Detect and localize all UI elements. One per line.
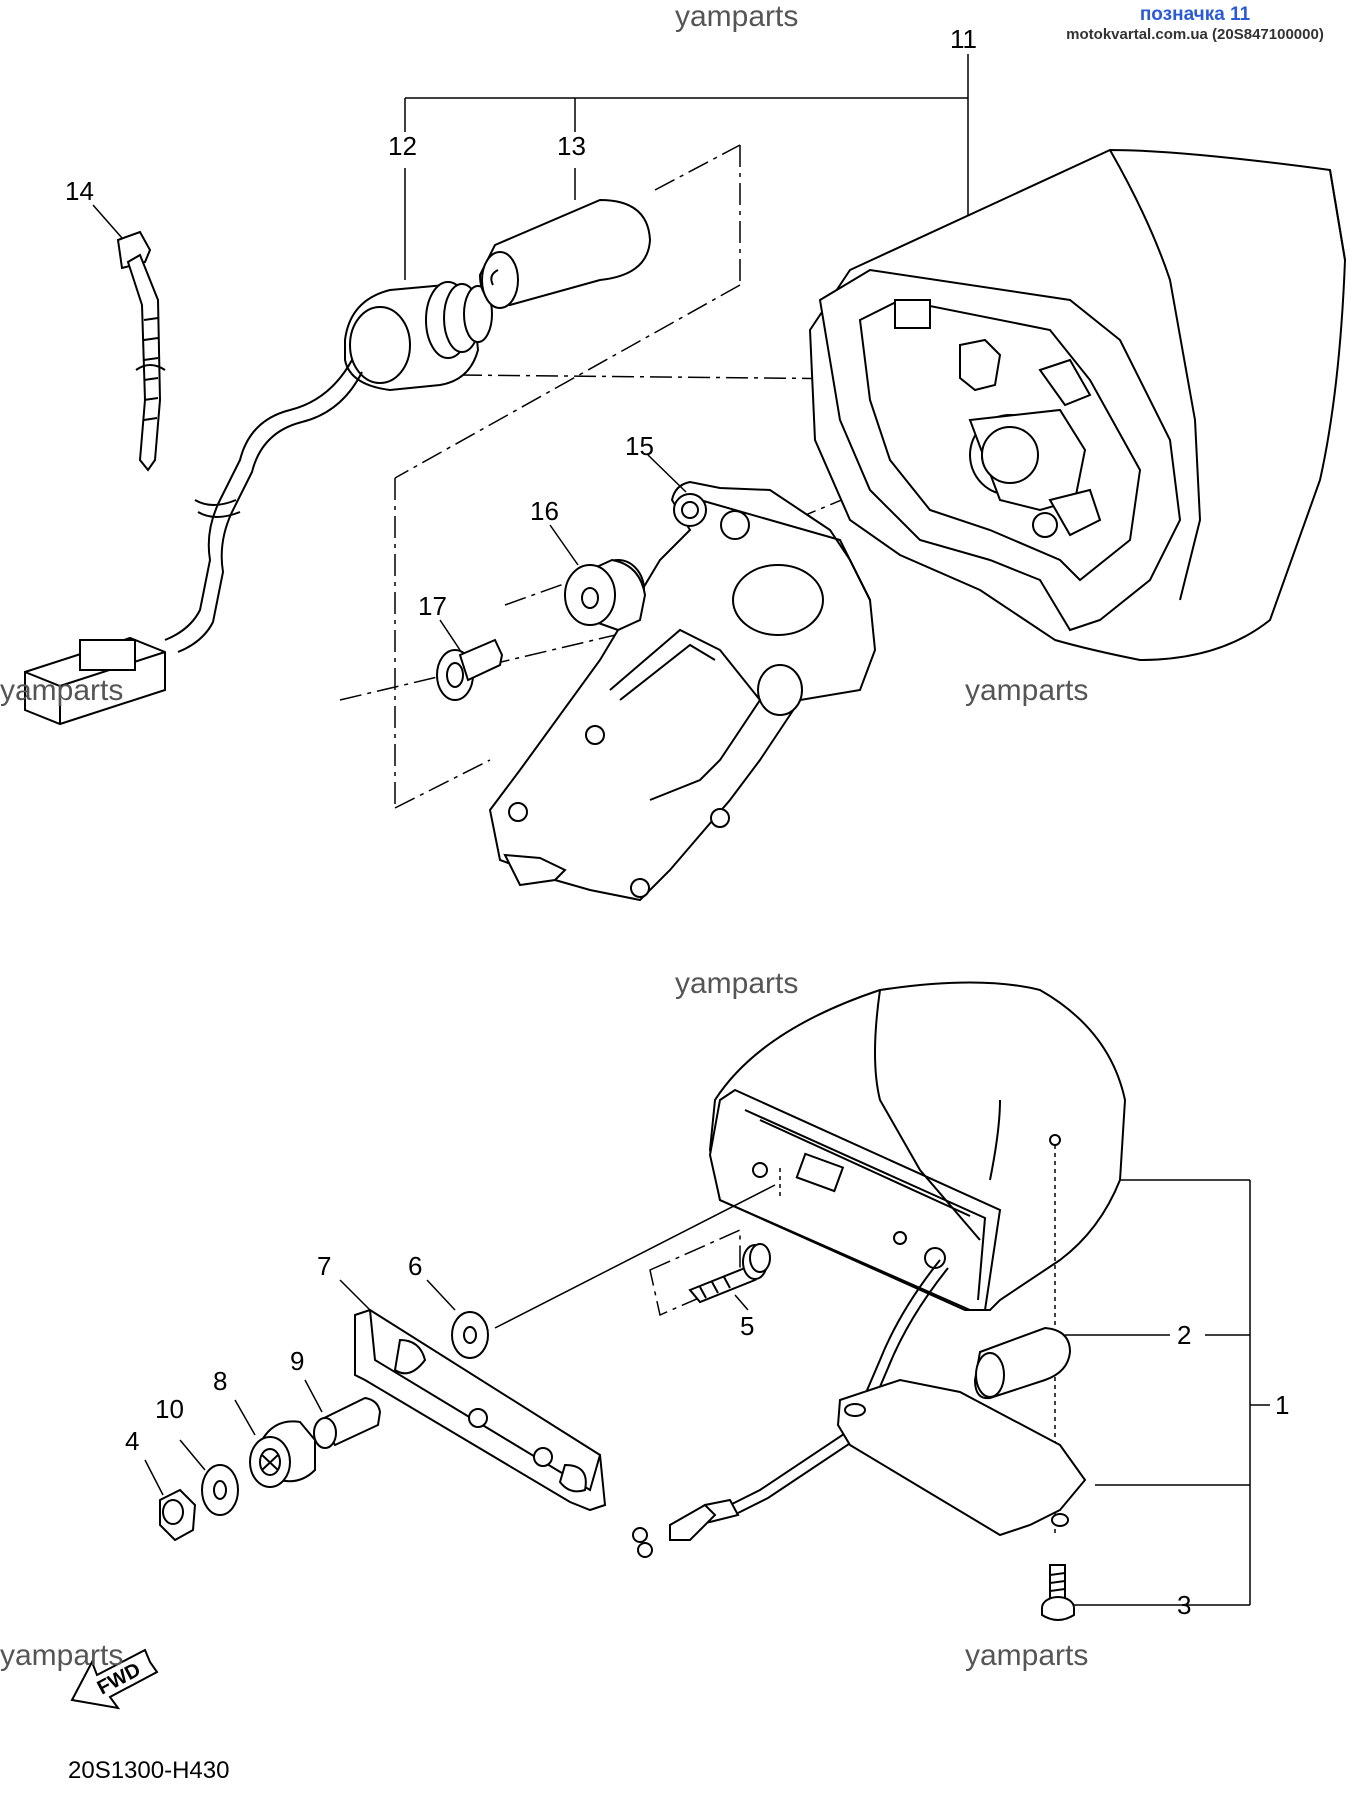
watermark: yamparts: [965, 1639, 1088, 1672]
callout-2: 2: [1177, 1320, 1191, 1350]
watermark: yamparts: [675, 0, 798, 33]
bulb-part-2: [973, 1326, 1072, 1400]
collar-part: [304, 1379, 382, 1449]
diagram-code: 20S1300-H430: [68, 1757, 230, 1784]
bulb-part: [478, 198, 652, 309]
watermark: yamparts: [965, 674, 1088, 707]
washer-part-10: [179, 1439, 239, 1516]
screw-part-3: [1041, 1564, 1075, 1621]
grommet-part: [549, 524, 647, 632]
cable-tie-part: [92, 204, 166, 472]
watermark: yamparts: [675, 967, 798, 1000]
callout-1: 1: [1275, 1390, 1289, 1420]
callout-10: 10: [155, 1394, 184, 1424]
bulb-socket-part: [24, 281, 493, 726]
nut-part: [144, 1459, 197, 1542]
source-reference: motokvartal.com.ua (20S847100000): [1066, 26, 1324, 43]
diagram-title: позначка 11: [1139, 4, 1251, 25]
callout-15: 15: [625, 431, 654, 461]
callout-12: 12: [388, 131, 417, 161]
screw-part-17: [436, 619, 504, 701]
callout-bracket-1: [1065, 1179, 1270, 1606]
callout-16: 16: [530, 496, 559, 526]
screw-part-5: [649, 1228, 771, 1317]
lens-cover-part: [836, 1378, 1087, 1537]
callout-8: 8: [213, 1366, 227, 1396]
callout-7: 7: [317, 1251, 331, 1281]
callout-4: 4: [125, 1426, 139, 1456]
license-bracket-part: [339, 1279, 607, 1512]
callout-13: 13: [557, 131, 586, 161]
tail-light-assembly-part: [632, 981, 1127, 1558]
washer-part-6: [426, 1184, 776, 1359]
callout-3: 3: [1177, 1590, 1191, 1620]
damper-part: [234, 1399, 316, 1488]
callout-9: 9: [290, 1346, 304, 1376]
callout-14: 14: [65, 176, 94, 206]
watermark: yamparts: [0, 674, 123, 707]
callout-11: 11: [950, 24, 977, 54]
callout-6: 6: [408, 1251, 422, 1281]
watermark: yamparts: [0, 1639, 123, 1672]
callout-bracket-11: [404, 54, 969, 280]
callout-5: 5: [740, 1311, 754, 1341]
callout-17: 17: [418, 591, 447, 621]
tail-light-housing-part: [808, 148, 1347, 662]
mounting-bracket-part: [488, 454, 877, 902]
